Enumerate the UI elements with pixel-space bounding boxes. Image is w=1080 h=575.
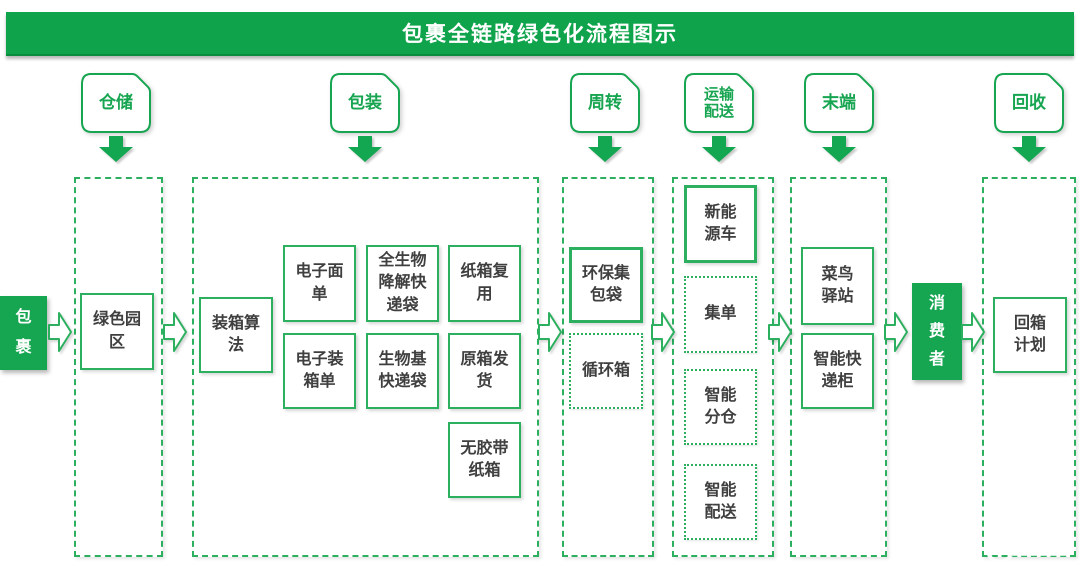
biodegradable-bag-box: 全生物 降解快 递袋 [366,245,439,322]
stage-plaque-packaging: 包装 [330,73,400,133]
down-arrow-icon [702,136,736,162]
flow-arrow-icon [538,312,562,352]
flow-column-warehousing [74,177,163,557]
down-arrow-icon [99,136,133,162]
eco-consolidation-bag-box: 环保集 包袋 [569,247,643,323]
down-arrow-icon [1012,136,1046,162]
stage-label: 末端 [822,93,856,113]
package-node: 包 裹 [0,296,47,370]
packing-algorithm-box: 装箱算 法 [199,297,273,373]
bio-based-bag-box: 生物基 快递袋 [366,333,439,409]
new-energy-vehicle-box: 新能 源车 [684,185,757,263]
flow-arrow-icon [884,312,908,352]
stage-plaque-last-mile: 末端 [804,73,874,133]
flow-arrow-icon [961,312,985,352]
flow-column-recycling [982,177,1076,557]
stage-label: 运输 配送 [703,85,734,120]
down-arrow-icon [822,136,856,162]
stage-plaque-warehousing: 仓储 [81,73,151,133]
flow-arrow-icon [651,312,675,352]
circulation-box-box: 循环箱 [569,333,643,409]
carton-reuse-box: 纸箱复 用 [448,245,521,322]
plaque-shape-icon [330,73,400,133]
stage-plaque-recycling: 回收 [994,73,1064,133]
flow-arrow-icon [768,312,792,352]
stage-label: 回收 [1012,93,1046,113]
consumer-node: 消 费 者 [912,283,962,380]
flow-arrow-icon [48,312,72,352]
down-arrow-icon [588,136,622,162]
plaque-shape-icon [804,73,874,133]
flow-column-packaging [192,177,539,557]
cainiao-station-box: 菜鸟 驿站 [801,247,874,325]
flow-column-turnover [562,177,654,557]
flow-column-last-mile [790,177,887,557]
page-title: 包裹全链路绿色化流程图示 [402,23,678,46]
flow-arrow-icon [163,312,187,352]
stage-label: 包装 [348,93,382,113]
flow-column-transport-delivery [672,177,774,557]
green-park-box: 绿色园 区 [80,293,154,370]
smart-locker-box: 智能快 递柜 [801,333,874,409]
stage-label: 仓储 [99,93,133,113]
original-box-shipping-box: 原箱发 货 [448,333,521,409]
stage-plaque-turnover: 周转 [570,73,640,133]
title-banner: 包裹全链路绿色化流程图示 [6,12,1074,56]
tapeless-carton-box: 无胶带 纸箱 [448,422,521,498]
plaque-shape-icon [684,73,754,133]
plaque-shape-icon [994,73,1064,133]
stage-label: 周转 [588,93,622,113]
smart-warehouse-box: 智能 分仓 [684,369,757,445]
e-waybill-box: 电子面 单 [283,245,356,322]
e-packing-list-box: 电子装 箱单 [283,333,356,409]
smart-delivery-box: 智能 配送 [684,464,757,540]
order-consolidation-box: 集单 [684,276,757,353]
down-arrow-icon [348,136,382,162]
stage-plaque-transport-delivery: 运输 配送 [684,73,754,133]
box-return-plan-box: 回箱 计划 [993,297,1067,373]
plaque-shape-icon [570,73,640,133]
plaque-shape-icon [81,73,151,133]
